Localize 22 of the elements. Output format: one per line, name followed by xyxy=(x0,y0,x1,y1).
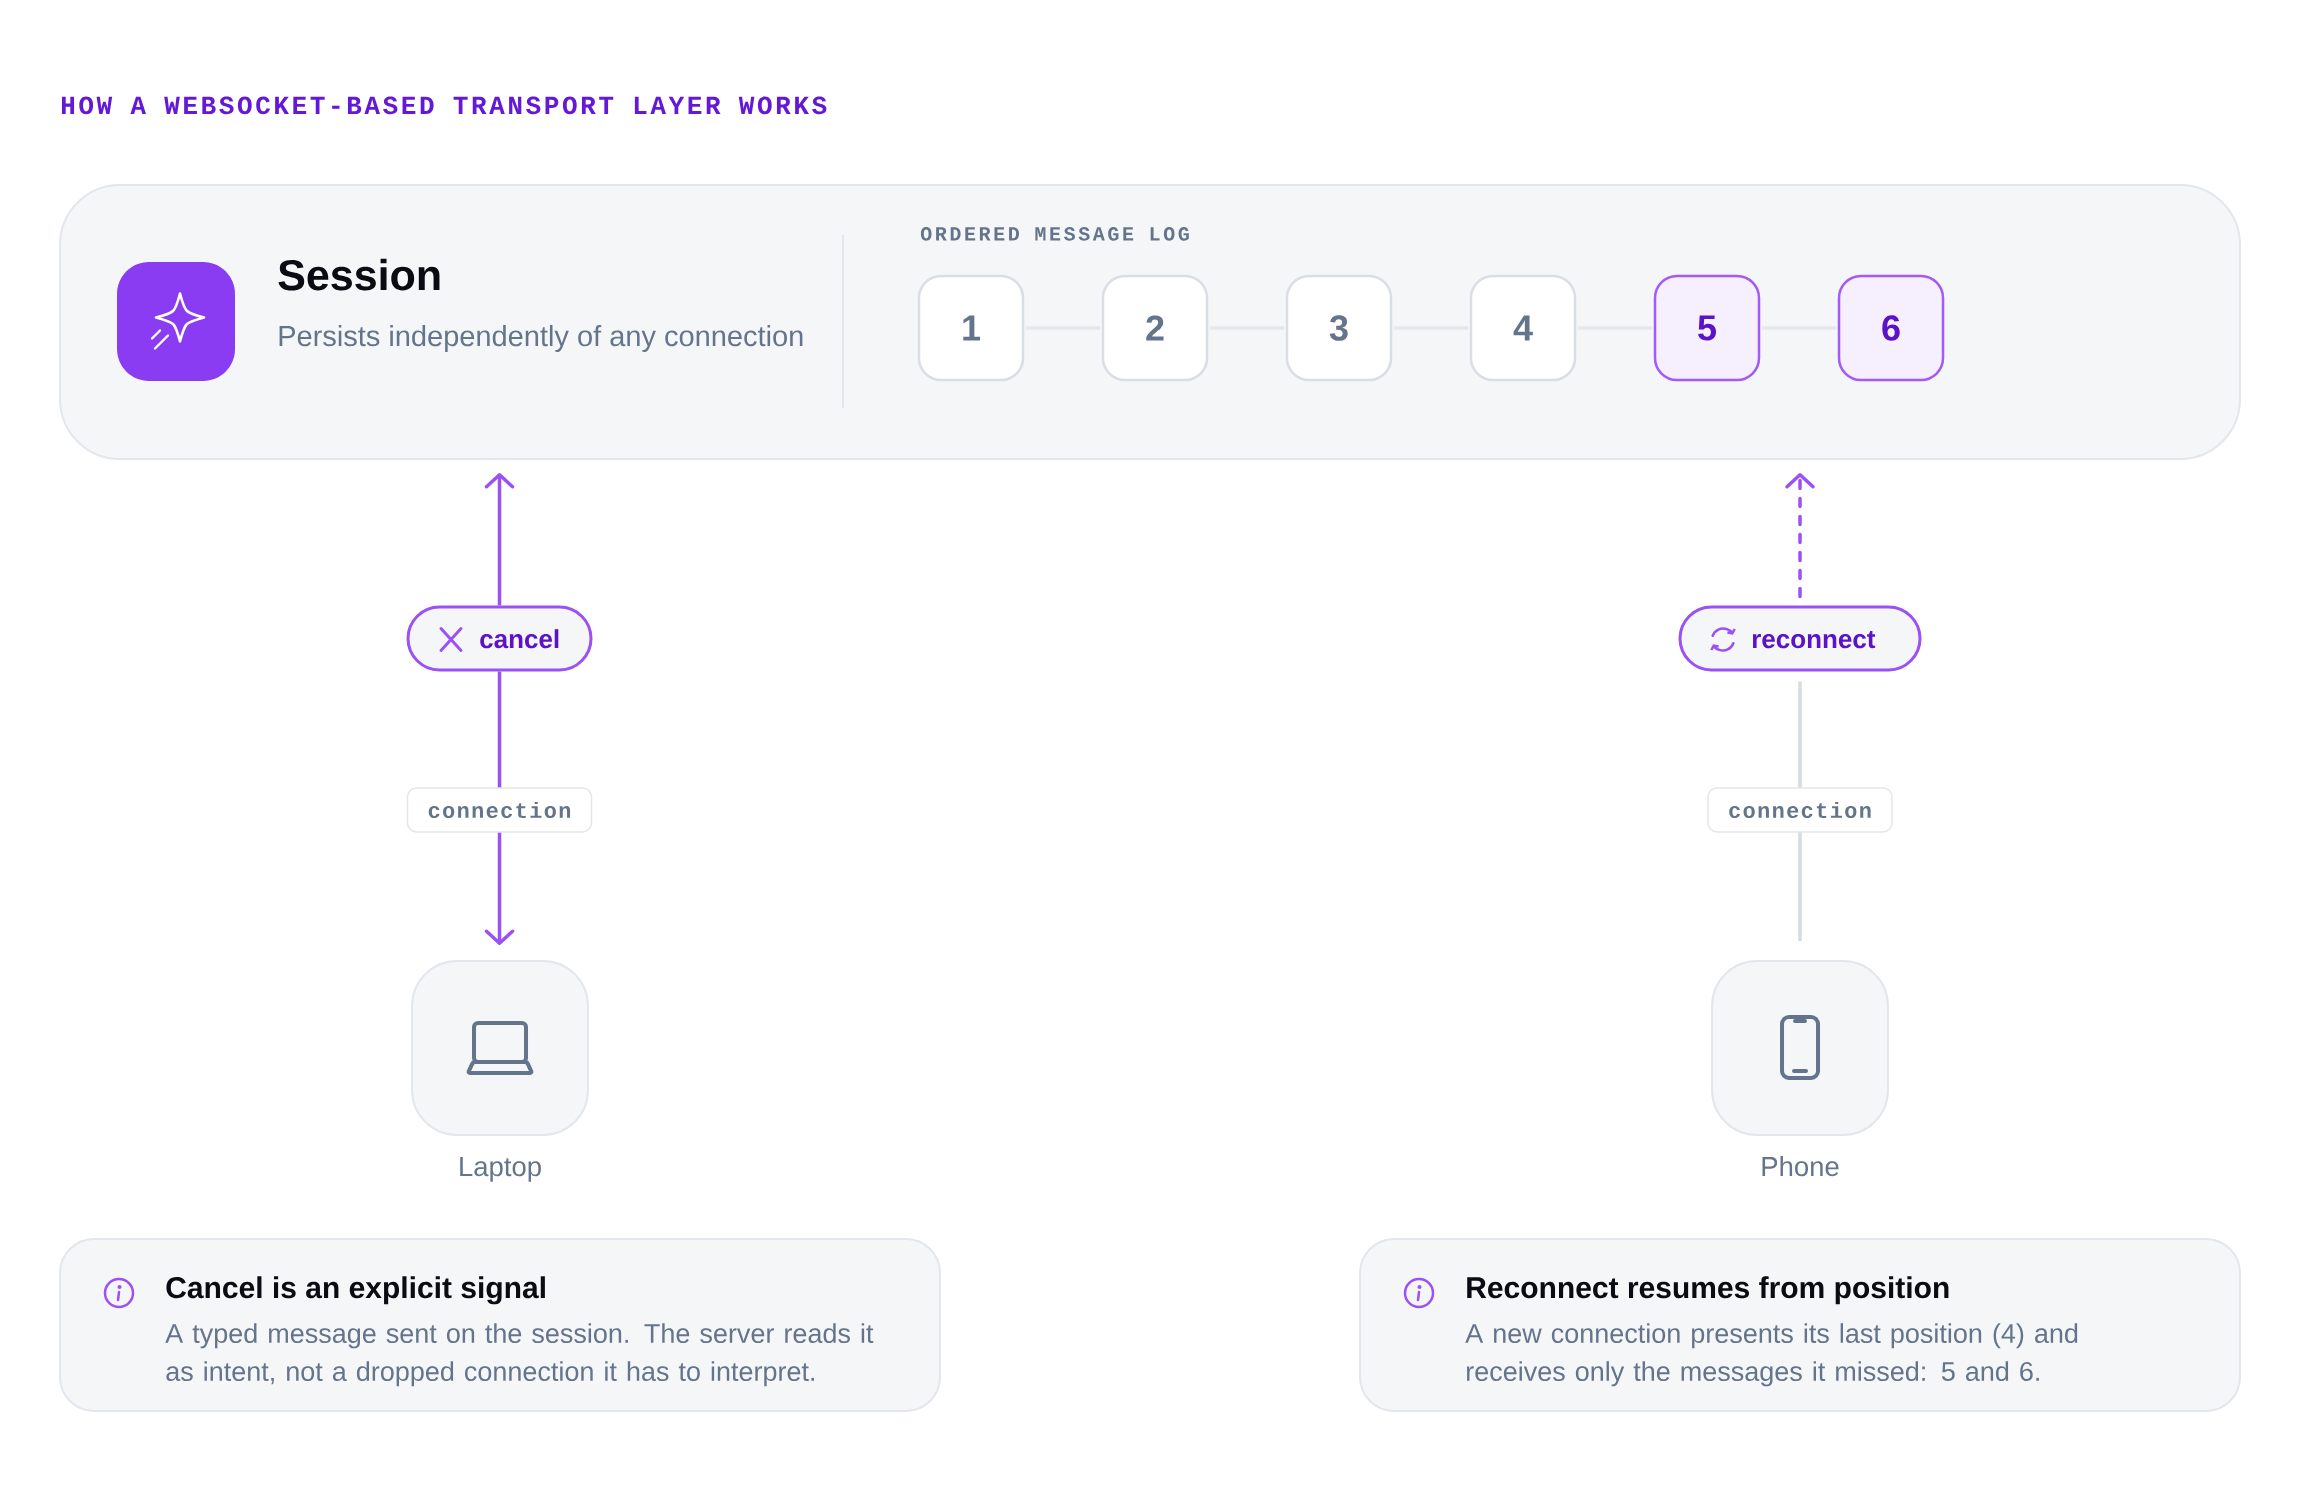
panel-title: Session xyxy=(278,258,440,291)
action-tag: reconnect xyxy=(1678,605,1922,672)
message-box: 1 xyxy=(917,274,1025,382)
card-title: Reconnect resumes from position xyxy=(1467,1276,1949,1305)
action-tag: cancel xyxy=(406,605,593,672)
edge-label: connection xyxy=(1707,787,1893,833)
panel-subtitle: Persists independently of any connection xyxy=(279,325,803,352)
card-title: Cancel is an explicit signal xyxy=(166,1276,545,1305)
message-box: 6 xyxy=(1837,274,1945,382)
message-box: 5 xyxy=(1653,274,1761,382)
title: HOW A WEBSOCKET-BASED TRANSPORT LAYER WORKS xyxy=(61,96,827,115)
message-box: 2 xyxy=(1101,274,1209,382)
edge-label: connection xyxy=(406,787,593,833)
message-box: 3 xyxy=(1285,274,1393,382)
arrow xyxy=(484,473,515,606)
card-text: A new connection presents its last position (4) and receives only the messages it missed: 5 and 6. xyxy=(1465,1323,2078,1387)
card-text: A typed message sent on the session. The server reads it as intent, not a dropped connection it has to interpret. xyxy=(165,1323,874,1387)
device-label: Phone xyxy=(1762,1156,1839,1177)
device-label: Laptop xyxy=(460,1157,541,1182)
message-box: 4 xyxy=(1469,274,1577,382)
dashed-arrow xyxy=(1785,473,1815,599)
section-label: ORDERED MESSAGE LOG xyxy=(920,227,1189,241)
